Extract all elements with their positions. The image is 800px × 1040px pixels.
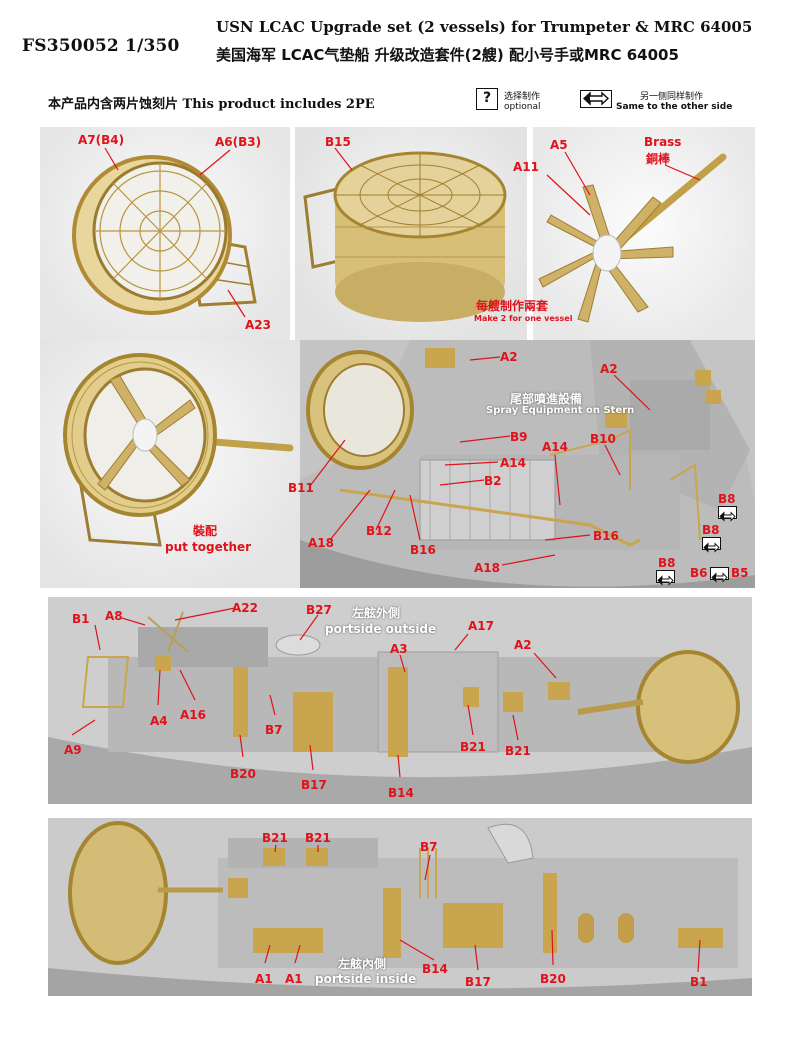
label-p7-b1: B1 — [690, 975, 708, 989]
label-p5-a2-top: A2 — [500, 350, 518, 364]
portside-outside-en: portside outside — [325, 622, 437, 636]
optional-icon: ? — [476, 88, 498, 110]
optional-label-en: optional — [504, 102, 541, 112]
label-a6b3: A6(B3) — [215, 135, 262, 149]
same-side-icon-4 — [710, 567, 729, 583]
make-two-cn: 每艘制作兩套 — [476, 299, 549, 313]
label-p7-b20: B20 — [540, 972, 566, 986]
label-p7-a1-left: A1 — [255, 972, 273, 986]
assemble-en: put together — [165, 540, 252, 554]
label-a7b4: A7(B4) — [78, 133, 125, 147]
photo-fan-duct-open — [40, 127, 290, 340]
label-a23: A23 — [245, 318, 271, 332]
label-p5-b12: B12 — [366, 524, 392, 538]
label-p6-b7: B7 — [265, 723, 283, 737]
title-chinese: 美国海军 LCAC气垫船 升级改造套件(2艘) 配小号手或MRC 64005 — [216, 46, 679, 64]
label-p5-b10: B10 — [590, 432, 616, 446]
label-p5-b8-2: B8 — [702, 523, 720, 537]
label-p6-a2: A2 — [514, 638, 532, 652]
same-side-icon-3 — [656, 570, 675, 586]
label-p5-b2: B2 — [484, 474, 502, 488]
same-side-label-en: Same to the other side — [616, 102, 733, 112]
label-p5-b9: B9 — [510, 430, 528, 444]
label-p5-a18-left: A18 — [308, 536, 334, 550]
label-p7-a1-right: A1 — [285, 972, 303, 986]
label-p5-a14-right: A14 — [542, 440, 568, 454]
double-arrow-icon — [580, 90, 612, 108]
label-p7-b21-left: B21 — [262, 831, 288, 845]
label-p5-a2-right: A2 — [600, 362, 618, 376]
product-code: FS350052 1/350 — [22, 36, 180, 56]
label-b15: B15 — [325, 135, 351, 149]
label-p6-a4: A4 — [150, 714, 168, 728]
label-p6-a22: A22 — [232, 601, 258, 615]
label-a11: A11 — [513, 160, 539, 174]
label-p5-b8-3: B8 — [658, 556, 676, 570]
label-p6-b20: B20 — [230, 767, 256, 781]
label-p5-b16-left: B16 — [410, 543, 436, 557]
label-p6-b1: B1 — [72, 612, 90, 626]
label-p6-b27: B27 — [306, 603, 332, 617]
label-p6-a17: A17 — [468, 619, 494, 633]
label-p6-b21-left: B21 — [460, 740, 486, 754]
label-p5-b8-1: B8 — [718, 492, 736, 506]
label-p5-a18-bottom: A18 — [474, 561, 500, 575]
label-p7-b14: B14 — [422, 962, 448, 976]
label-p6-b17: B17 — [301, 778, 327, 792]
same-side-label-cn: 另一侧同样制作 — [640, 92, 704, 102]
make-two-en: Make 2 for one vessel — [474, 314, 573, 323]
label-p5-a14-left: A14 — [500, 456, 526, 470]
label-p7-b21-right: B21 — [305, 831, 331, 845]
spray-cn: 尾部噴進設備 — [510, 392, 583, 406]
photo-portside-outside — [48, 597, 752, 804]
assemble-cn: 裝配 — [193, 524, 218, 538]
photo-portside-inside — [48, 818, 752, 996]
spray-en: Spray Equipment on Stern — [486, 405, 635, 416]
label-brass-en: Brass — [644, 135, 682, 149]
photo-propeller — [533, 127, 755, 340]
label-a5: A5 — [550, 138, 568, 152]
same-side-icon-2 — [702, 537, 721, 553]
label-p6-a8: A8 — [105, 609, 123, 623]
photo-fan-duct-closed — [295, 127, 527, 340]
label-p5-b6: B6 — [690, 566, 708, 580]
optional-label-cn: 选择制作 — [504, 92, 541, 102]
label-brass-cn: 銅棒 — [646, 152, 671, 166]
label-p6-b21-right: B21 — [505, 744, 531, 758]
photo-assembled-fan — [40, 340, 300, 588]
label-p5-b5: B5 — [731, 566, 749, 580]
label-p6-a9: A9 — [64, 743, 82, 757]
portside-inside-cn: 左舷內側 — [338, 957, 387, 971]
label-p5-b11: B11 — [288, 481, 314, 495]
photo-stern-spray-equipment — [300, 340, 755, 588]
label-p6-a3: A3 — [390, 642, 408, 656]
label-p6-a16: A16 — [180, 708, 206, 722]
pe-note: 本产品内含两片蚀刻片 This product includes 2PE — [48, 97, 375, 112]
label-p6-b14: B14 — [388, 786, 414, 800]
portside-inside-en: portside inside — [315, 972, 417, 986]
same-side-icon-1 — [718, 506, 737, 522]
title-english: USN LCAC Upgrade set (2 vessels) for Tru… — [216, 18, 753, 36]
label-p7-b17: B17 — [465, 975, 491, 989]
portside-outside-cn: 左舷外側 — [352, 606, 401, 620]
label-p5-b16-right: B16 — [593, 529, 619, 543]
label-p7-b7: B7 — [420, 840, 438, 854]
